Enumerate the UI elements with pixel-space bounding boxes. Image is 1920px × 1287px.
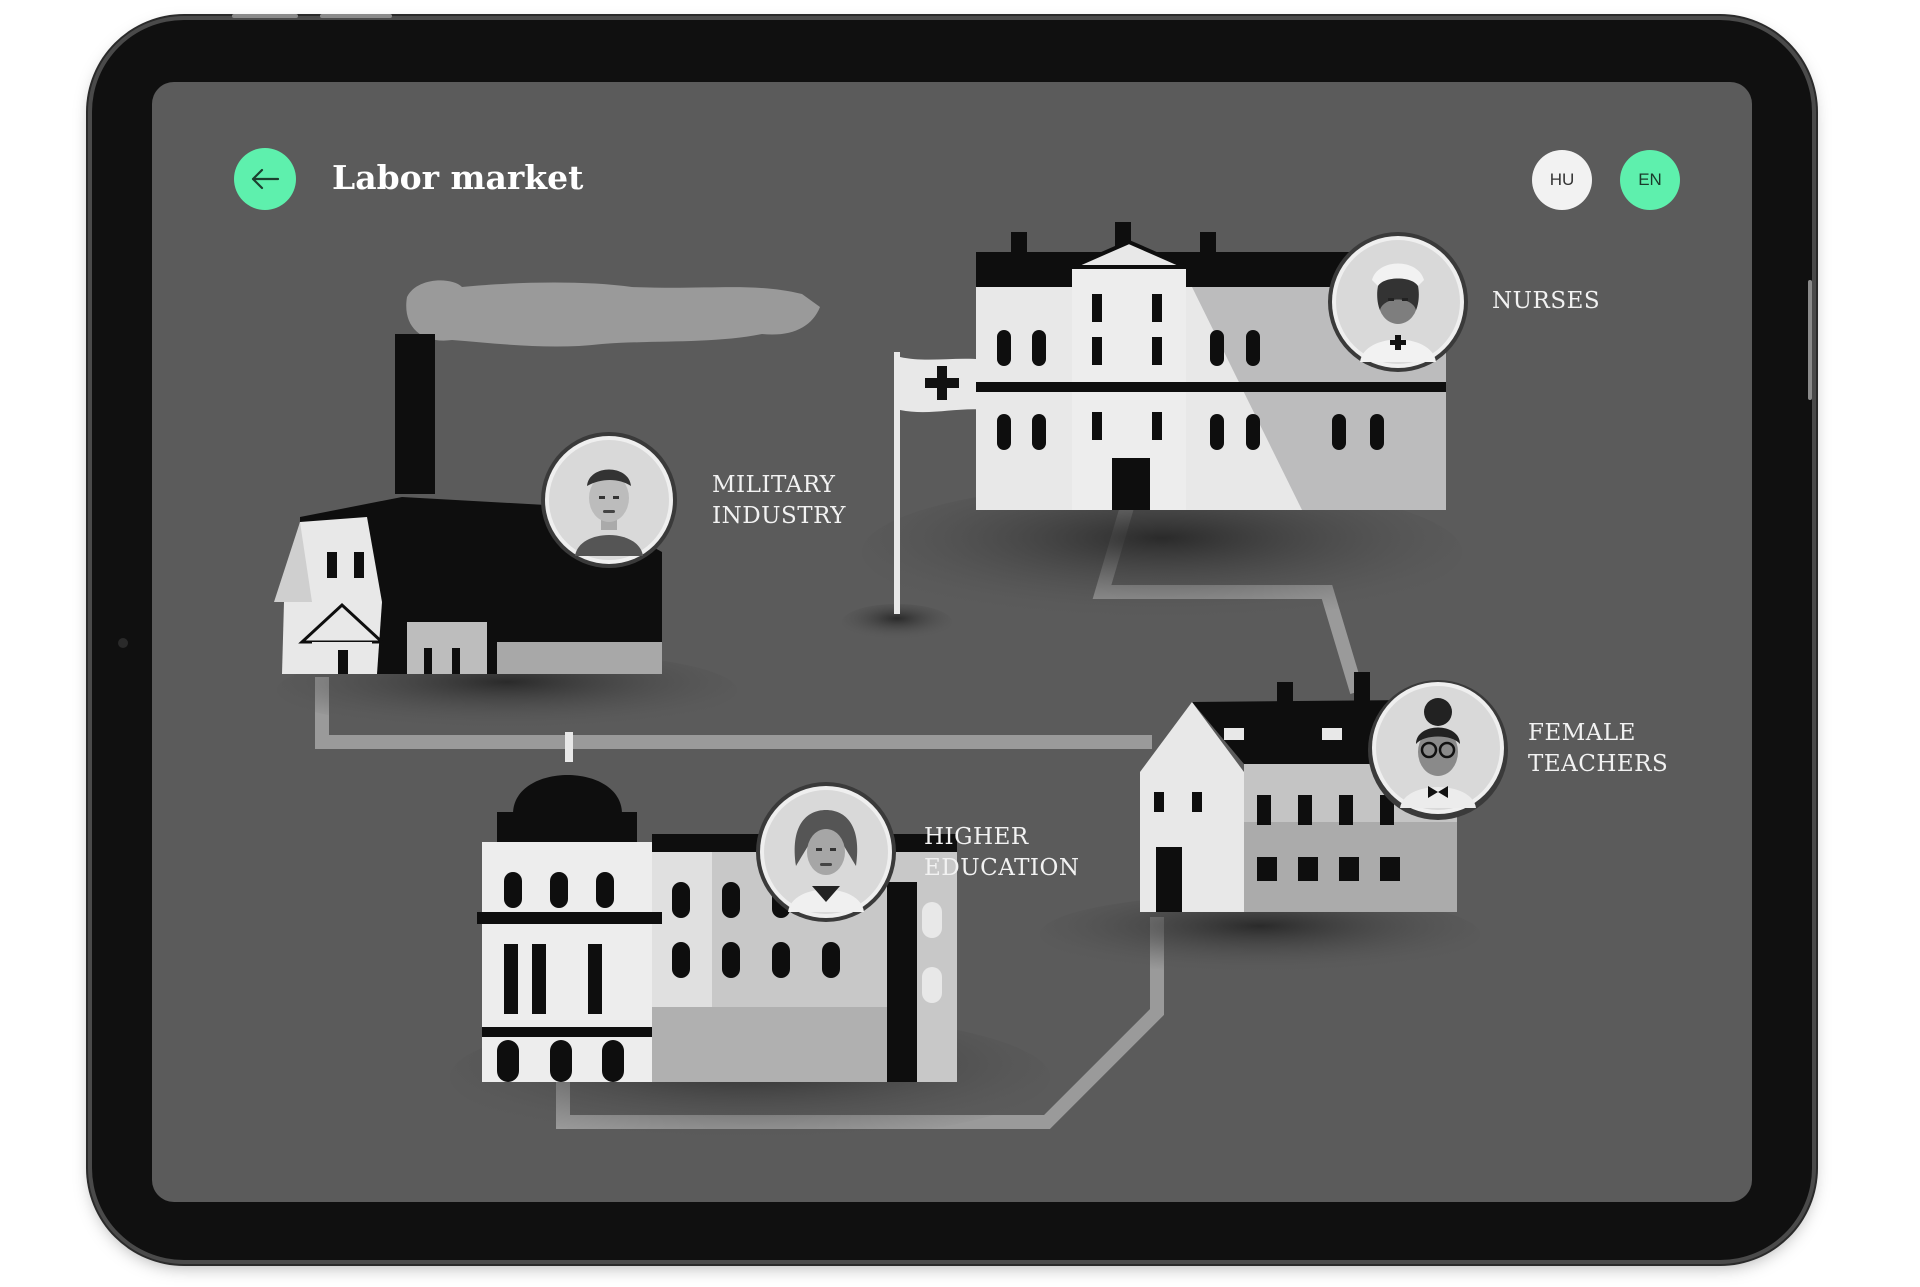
back-button[interactable]: [234, 148, 296, 210]
female-teachers-portrait[interactable]: [1372, 682, 1504, 814]
female-teachers-label-line1: FEMALE: [1528, 720, 1636, 746]
app-screen: Labor market HU EN: [152, 82, 1752, 1202]
side-button: [1808, 280, 1812, 400]
language-en-button[interactable]: EN: [1620, 150, 1680, 210]
mound-hospital: [862, 482, 1462, 622]
top-button-left: [232, 14, 298, 18]
higher-education-label[interactable]: HIGHER EDUCATION: [924, 822, 1079, 884]
front-camera: [118, 638, 128, 648]
factory-smoke: [406, 280, 820, 347]
higher-education-label-line2: EDUCATION: [924, 855, 1080, 881]
woman-worker-avatar-icon: [549, 440, 669, 560]
nurse-avatar-icon: [1336, 240, 1460, 364]
arrow-left-icon: [251, 168, 280, 190]
military-industry-label[interactable]: MILITARY INDUSTRY: [712, 470, 846, 532]
page-title: Labor market: [332, 158, 584, 197]
female-teachers-label-line2: TEACHERS: [1528, 751, 1669, 777]
military-industry-label-line1: MILITARY: [712, 472, 836, 498]
nurses-label-line1: NURSES: [1492, 288, 1601, 314]
factory-chimney: [395, 334, 435, 494]
school-building: [1140, 672, 1457, 912]
top-button-right: [320, 14, 392, 18]
mound-flag: [842, 604, 952, 640]
map-illustration: [274, 222, 1508, 1142]
nurses-label[interactable]: NURSES: [1492, 286, 1600, 317]
student-avatar-icon: [764, 790, 888, 914]
teacher-avatar-icon: [1376, 686, 1500, 810]
higher-education-portrait[interactable]: [760, 786, 892, 918]
mound-school: [1040, 894, 1480, 974]
red-cross-flag: [894, 352, 1000, 614]
nurses-portrait[interactable]: [1332, 236, 1464, 368]
female-teachers-label[interactable]: FEMALE TEACHERS: [1528, 718, 1668, 780]
military-industry-label-line2: INDUSTRY: [712, 503, 846, 529]
language-hu-button[interactable]: HU: [1532, 150, 1592, 210]
higher-education-label-line1: HIGHER: [924, 824, 1029, 850]
military-industry-portrait[interactable]: [545, 436, 673, 564]
